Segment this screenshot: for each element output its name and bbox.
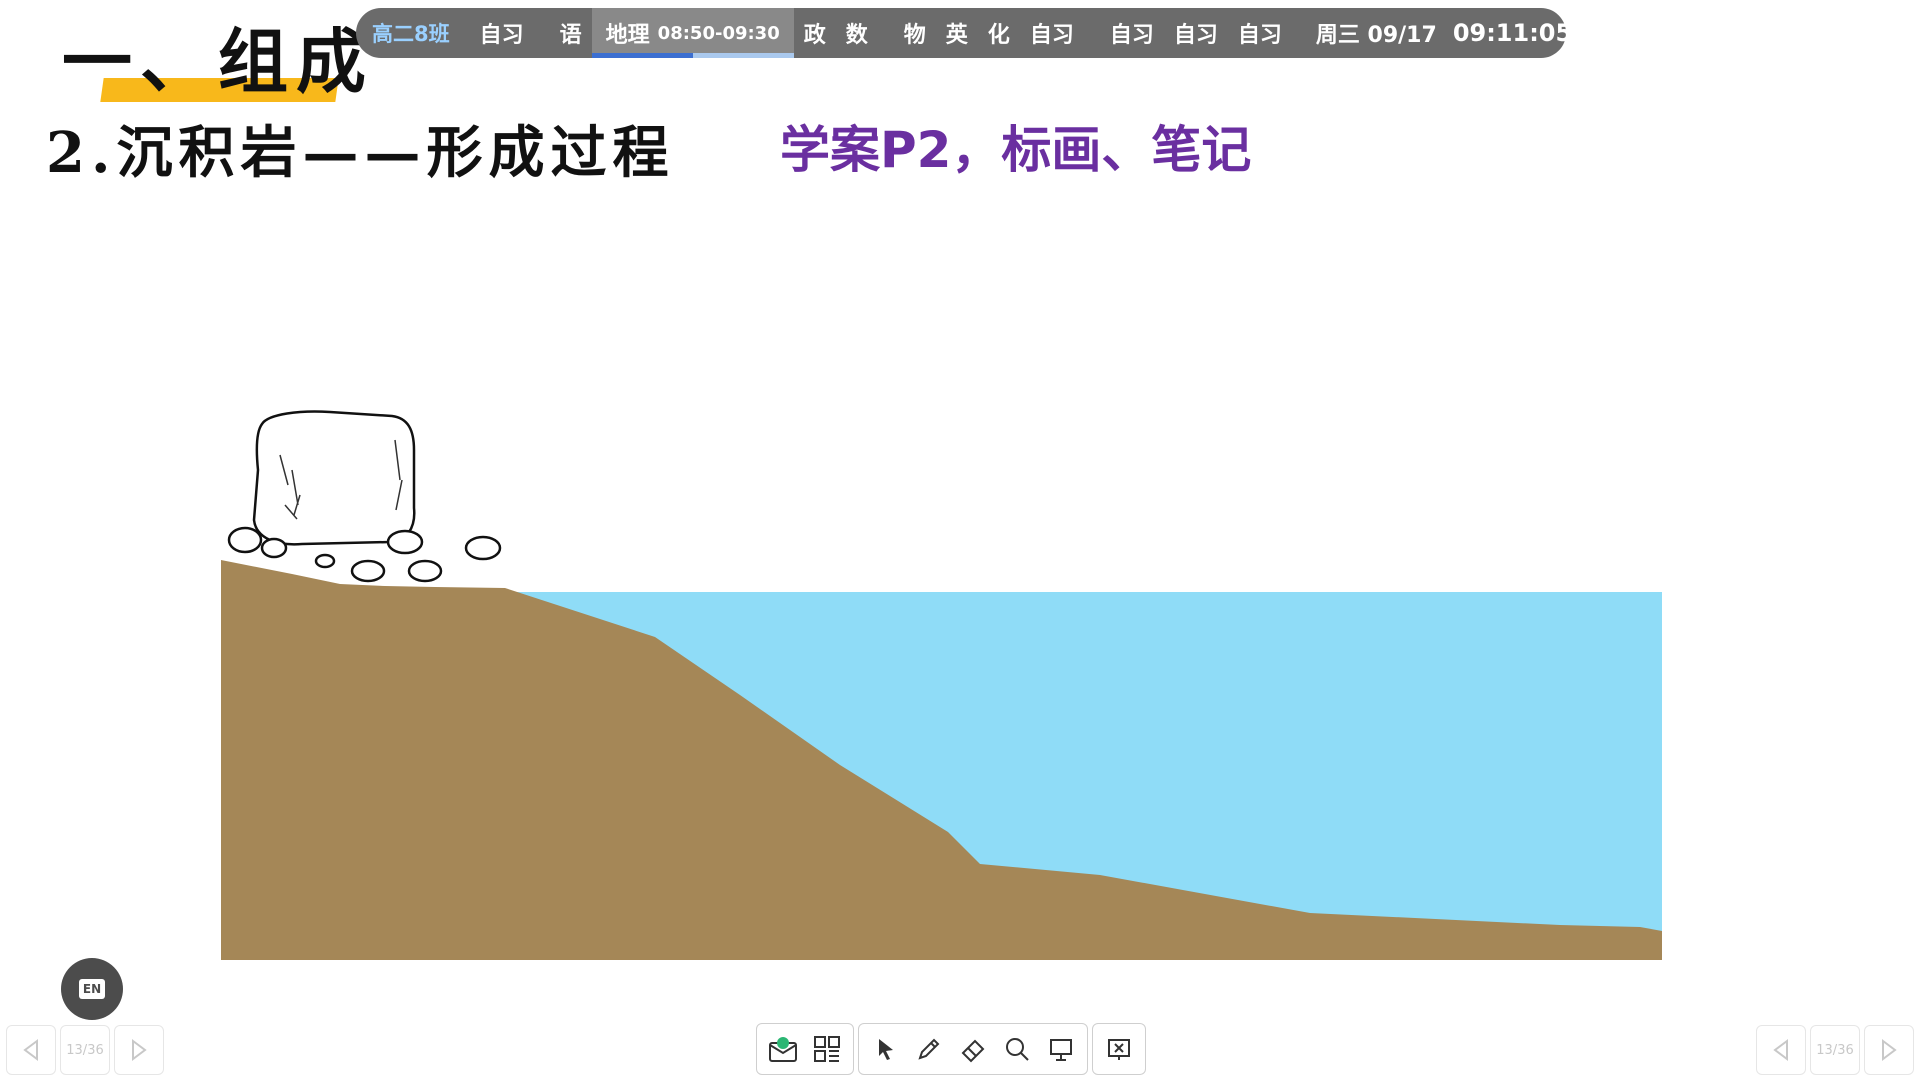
toolbar-group (858, 1023, 1088, 1075)
prev-page-button[interactable] (1756, 1025, 1806, 1075)
slide-instruction: 学案P2，标画、笔记 (780, 121, 1252, 179)
mail-icon[interactable] (761, 1027, 805, 1071)
chevron-left-icon (23, 1039, 38, 1061)
land-slope (221, 560, 1662, 960)
current-subject: 地理 (605, 23, 650, 48)
display-icon[interactable] (1039, 1027, 1083, 1071)
next-page-button[interactable] (1864, 1025, 1914, 1075)
section-title-text: 一、组成 (62, 20, 374, 103)
schedule-date: 周三 09/17 (1315, 23, 1437, 48)
eraser-icon[interactable] (951, 1027, 995, 1071)
page-indicator[interactable]: 13/36 (60, 1025, 110, 1075)
slide-subtitle: 2.沉积岩——形成过程 (46, 120, 675, 186)
schedule-item: 自习 (479, 23, 524, 48)
schedule-item: 自习 (1029, 23, 1074, 48)
chevron-right-icon (1882, 1039, 1897, 1061)
qr-grid-icon[interactable] (805, 1027, 849, 1071)
pager-right: 13/36 (1756, 1025, 1914, 1075)
water-body (505, 592, 1662, 931)
current-period-time: 08:50-09:30 (657, 22, 780, 44)
pointer-icon[interactable] (863, 1027, 907, 1071)
schedule-item: 数 (845, 23, 868, 48)
schedule-item: 自习 (1237, 23, 1282, 48)
schedule-item: 物 (903, 23, 926, 48)
class-schedule-bar: 高二8班 自习 语 地理 08:50-09:30 政 数 物 英 化 自习 自习… (356, 8, 1572, 58)
schedule-item: 化 (987, 23, 1010, 48)
presentation-toolbar (756, 1023, 1146, 1075)
toolbar-group (756, 1023, 854, 1075)
page-indicator[interactable]: 13/36 (1810, 1025, 1860, 1075)
prev-page-button[interactable] (6, 1025, 56, 1075)
chevron-left-icon (1773, 1039, 1788, 1061)
schedule-item: 政 (803, 23, 826, 48)
pager-left: 13/36 (6, 1025, 164, 1075)
period-progress-bar (591, 53, 794, 58)
rock-fragments (227, 526, 502, 583)
schedule-item: 自习 (1109, 23, 1154, 48)
language-label: EN (78, 979, 106, 999)
language-switch-button[interactable]: EN (61, 958, 123, 1020)
search-icon[interactable] (995, 1027, 1039, 1071)
current-period: 地理 08:50-09:30 (591, 8, 794, 58)
schedule-clock: 09:11:05 (1452, 19, 1573, 47)
close-screen-icon[interactable] (1097, 1027, 1141, 1071)
chevron-right-icon (132, 1039, 147, 1061)
toolbar-group (1092, 1023, 1146, 1075)
section-title: 一、组成 (62, 6, 366, 103)
boulder (252, 410, 416, 546)
schedule-item: 自习 (1173, 23, 1218, 48)
period-progress-fill (591, 53, 693, 58)
pen-icon[interactable] (907, 1027, 951, 1071)
schedule-item: 英 (945, 23, 968, 48)
next-page-button[interactable] (114, 1025, 164, 1075)
schedule-item: 语 (559, 23, 582, 48)
class-name: 高二8班 (372, 22, 450, 46)
